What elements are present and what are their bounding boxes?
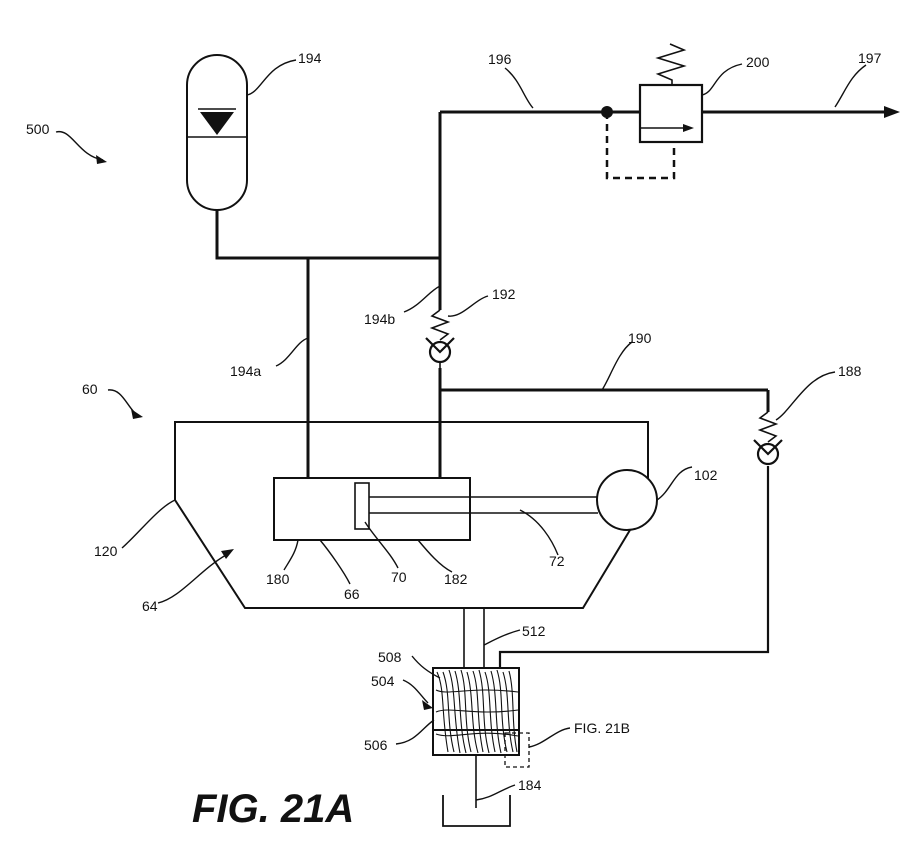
- label-70: 70: [391, 569, 407, 585]
- housing-60: [175, 422, 648, 608]
- label-fig21b: FIG. 21B: [574, 720, 630, 736]
- figure-title: FIG. 21A: [192, 787, 354, 831]
- label-196: 196: [488, 51, 512, 67]
- motor-102: [597, 470, 657, 530]
- label-506: 506: [364, 737, 388, 753]
- pump-504: [433, 668, 519, 755]
- check-valve-188: [754, 412, 782, 464]
- label-197: 197: [858, 50, 882, 66]
- label-182: 182: [444, 571, 468, 587]
- label-190: 190: [628, 330, 652, 346]
- check-valve-192: [426, 310, 454, 368]
- reservoir-194: [187, 55, 247, 210]
- label-192: 192: [492, 286, 516, 302]
- label-500: 500: [26, 121, 50, 137]
- hydraulic-lines: [217, 106, 900, 668]
- leader-lines: [56, 60, 866, 800]
- label-64: 64: [142, 598, 158, 614]
- label-504: 504: [371, 673, 395, 689]
- label-512: 512: [522, 623, 546, 639]
- label-72: 72: [549, 553, 565, 569]
- label-194a: 194a: [230, 363, 261, 379]
- cylinder-66: [274, 478, 598, 540]
- label-60: 60: [82, 381, 98, 397]
- label-184: 184: [518, 777, 542, 793]
- label-194b: 194b: [364, 311, 395, 327]
- label-508: 508: [378, 649, 402, 665]
- label-188: 188: [838, 363, 862, 379]
- label-102: 102: [694, 467, 718, 483]
- label-200: 200: [746, 54, 770, 70]
- shaft-512: [464, 608, 484, 808]
- label-66: 66: [344, 586, 360, 602]
- relief-valve-200: [640, 44, 702, 142]
- label-120: 120: [94, 543, 118, 559]
- label-194: 194: [298, 50, 322, 66]
- label-180: 180: [266, 571, 290, 587]
